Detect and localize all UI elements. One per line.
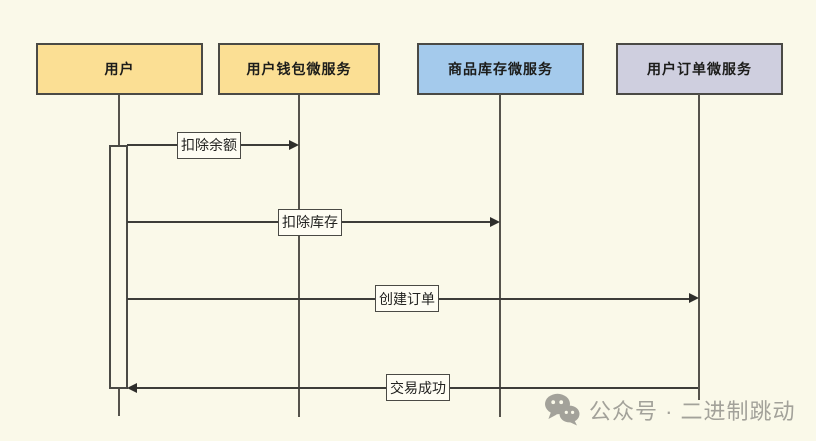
participant-label: 用户订单微服务 [647, 61, 752, 77]
arrowhead-left-icon [127, 382, 137, 393]
participant-label: 用户 [104, 61, 135, 77]
lifeline-user-bottom [118, 387, 120, 416]
participant-label: 商品库存微服务 [448, 61, 553, 77]
participant-box-user: 用户 [36, 43, 203, 95]
message-label-transaction-success: 交易成功 [386, 374, 450, 401]
arrowhead-right-icon [689, 293, 699, 303]
message-label-deduct-stock: 扣除库存 [278, 208, 342, 236]
lifeline-user-top [118, 95, 120, 146]
lifeline-inventory-service [499, 94, 501, 417]
message-label-deduct-balance: 扣除余额 [177, 131, 241, 159]
participant-label: 用户钱包微服务 [246, 61, 352, 77]
participant-box-inventory-service: 商品库存微服务 [417, 43, 584, 95]
arrowhead-right-icon [490, 216, 500, 227]
arrowhead-right-icon [289, 139, 299, 150]
activation-bar-user [109, 145, 128, 389]
watermark-text: 公众号 · 二进制跳动 [589, 398, 796, 424]
message-label-create-order: 创建订单 [375, 285, 439, 312]
watermark: 公众号 · 二进制跳动 [544, 393, 796, 426]
wechat-logo-icon [544, 393, 580, 426]
participant-box-wallet-service: 用户钱包微服务 [218, 43, 380, 95]
lifeline-order-service [698, 94, 700, 400]
participant-box-order-service: 用户订单微服务 [616, 43, 783, 95]
lifeline-wallet-service [298, 95, 300, 417]
